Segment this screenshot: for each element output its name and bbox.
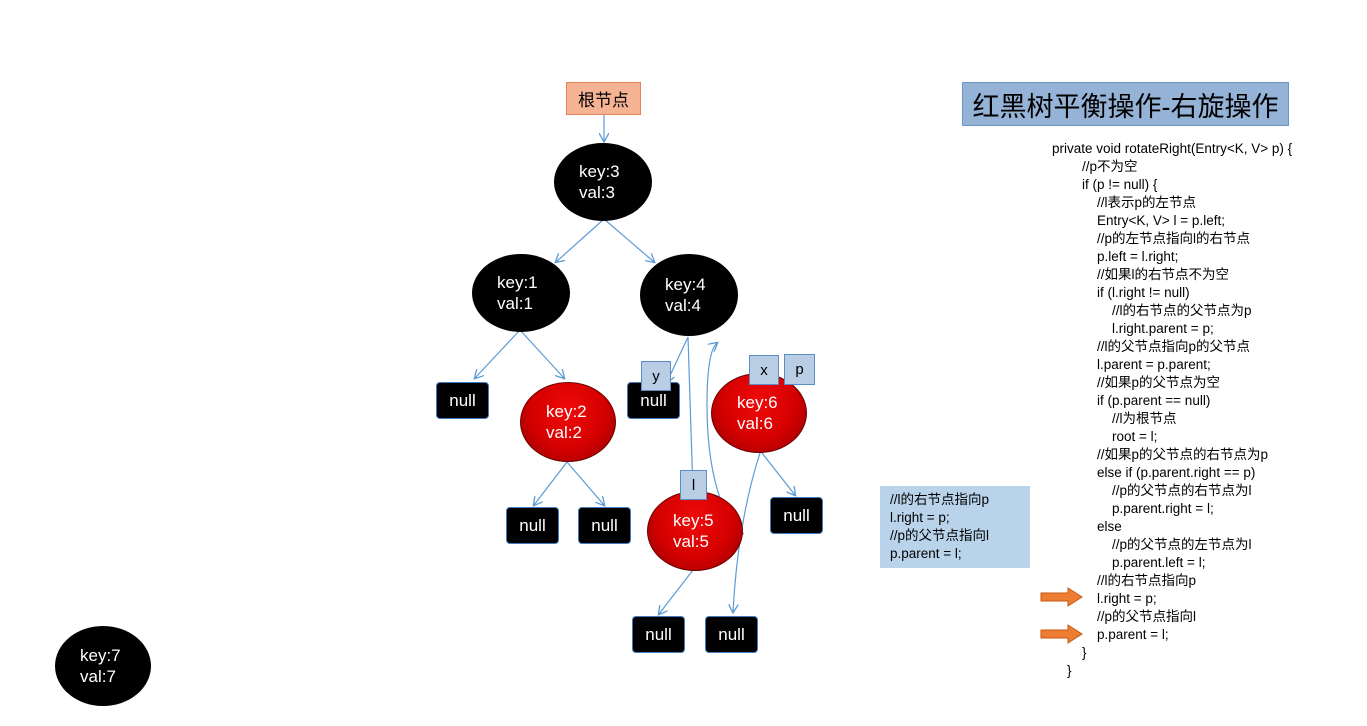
edge-3-to-4 xyxy=(603,218,654,262)
null-leaf-1-left: null xyxy=(436,382,489,419)
null-leaf-5-left: null xyxy=(632,616,685,653)
code-line: //l的右节点的父节点为p xyxy=(1052,303,1252,318)
edge-5-to-null-left xyxy=(659,569,694,614)
note-line: l.right = p; xyxy=(890,510,950,525)
edge-1-to-null xyxy=(475,329,521,378)
code-line: l.right = p; xyxy=(1052,591,1157,606)
code-line: //如果l的右节点不为空 xyxy=(1052,267,1230,282)
pointer-arrow-icon xyxy=(1040,587,1083,607)
tree-node-key5: key:5 val:5 xyxy=(647,491,743,571)
edge-6-to-null-5right xyxy=(733,452,761,612)
node-key: key:6 xyxy=(737,393,778,412)
null-leaf-4-left: null xyxy=(627,382,680,419)
null-leaf-6-right: null xyxy=(770,497,823,534)
tree-node-key1: key:1 val:1 xyxy=(472,254,570,332)
tree-node-key7: key:7 val:7 xyxy=(55,626,151,706)
root-node-label: 根节点 xyxy=(566,82,641,115)
code-line: //l的右节点指向p xyxy=(1052,573,1197,588)
code-line: //l的父节点指向p的父节点 xyxy=(1052,339,1251,354)
code-line: } xyxy=(1052,645,1087,660)
code-line: Entry<K, V> l = p.left; xyxy=(1052,213,1225,228)
code-line: //l为根节点 xyxy=(1052,411,1177,426)
node-val: val:7 xyxy=(80,667,116,686)
tag-x: x xyxy=(749,355,779,385)
node-val: val:2 xyxy=(546,423,582,442)
edge-1-to-2 xyxy=(519,329,564,378)
code-line: else if (p.parent.right == p) xyxy=(1052,465,1256,480)
tree-node-key4: key:4 val:4 xyxy=(640,254,738,336)
code-line: //p的父节点的右节点为l xyxy=(1052,483,1252,498)
code-line: l.parent = p.parent; xyxy=(1052,357,1211,372)
code-line: private void rotateRight(Entry<K, V> p) … xyxy=(1052,141,1293,156)
code-line: p.parent = l; xyxy=(1052,627,1169,642)
code-line: else xyxy=(1052,519,1122,534)
code-line: p.left = l.right; xyxy=(1052,249,1179,264)
node-key: key:4 xyxy=(665,275,706,294)
null-leaf-5-right: null xyxy=(705,616,758,653)
note-line: //p的父节点指向l xyxy=(890,528,990,543)
code-line: //如果p的父节点为空 xyxy=(1052,375,1221,390)
code-line: //p的父节点的左节点为l xyxy=(1052,537,1252,552)
tree-node-key6: key:6 val:6 xyxy=(711,373,807,453)
code-line: //p的左节点指向l的右节点 xyxy=(1052,231,1251,246)
node-key: key:2 xyxy=(546,402,587,421)
edge-6-to-null-right xyxy=(761,452,795,495)
code-line: root = l; xyxy=(1052,429,1158,444)
code-line: p.parent.right = l; xyxy=(1052,501,1214,516)
edge-2-to-null-left xyxy=(534,461,568,505)
code-line: //如果p的父节点的右节点为p xyxy=(1052,447,1269,462)
highlight-note-box: //l的右节点指向p l.right = p; //p的父节点指向l p.par… xyxy=(880,486,1030,568)
node-val: val:6 xyxy=(737,414,773,433)
tag-y: y xyxy=(641,361,671,391)
code-line: p.parent.left = l; xyxy=(1052,555,1206,570)
node-val: val:5 xyxy=(673,532,709,551)
diagram-title: 红黑树平衡操作-右旋操作 xyxy=(962,82,1289,126)
node-val: val:4 xyxy=(665,296,701,315)
code-line: //p的父节点指向l xyxy=(1052,609,1197,624)
tree-node-key3: key:3 val:3 xyxy=(554,143,652,221)
code-line: if (l.right != null) xyxy=(1052,285,1190,300)
node-key: key:5 xyxy=(673,511,714,530)
node-key: key:3 xyxy=(579,162,620,181)
null-leaf-2-left: null xyxy=(506,507,559,544)
code-line: if (p.parent == null) xyxy=(1052,393,1211,408)
edge-2-to-null-right xyxy=(566,461,604,505)
code-line: //p不为空 xyxy=(1052,159,1138,174)
tree-node-key2: key:2 val:2 xyxy=(520,382,616,462)
node-val: val:1 xyxy=(497,294,533,313)
null-leaf-2-right: null xyxy=(578,507,631,544)
node-key: key:1 xyxy=(497,273,538,292)
code-line: } xyxy=(1052,663,1072,678)
edge-3-to-1 xyxy=(556,218,605,262)
code-listing: private void rotateRight(Entry<K, V> p) … xyxy=(1052,140,1352,680)
tag-p: p xyxy=(784,354,815,385)
code-line: if (p != null) { xyxy=(1052,177,1158,192)
code-line: //l表示p的左节点 xyxy=(1052,195,1197,210)
tag-l: l xyxy=(680,470,707,500)
node-key: key:7 xyxy=(80,646,121,665)
pointer-arrow-icon xyxy=(1040,624,1083,644)
note-line: p.parent = l; xyxy=(890,546,962,561)
note-line: //l的右节点指向p xyxy=(890,492,990,507)
edge-4-to-5 xyxy=(687,336,693,492)
code-line: l.right.parent = p; xyxy=(1052,321,1214,336)
node-val: val:3 xyxy=(579,183,615,202)
